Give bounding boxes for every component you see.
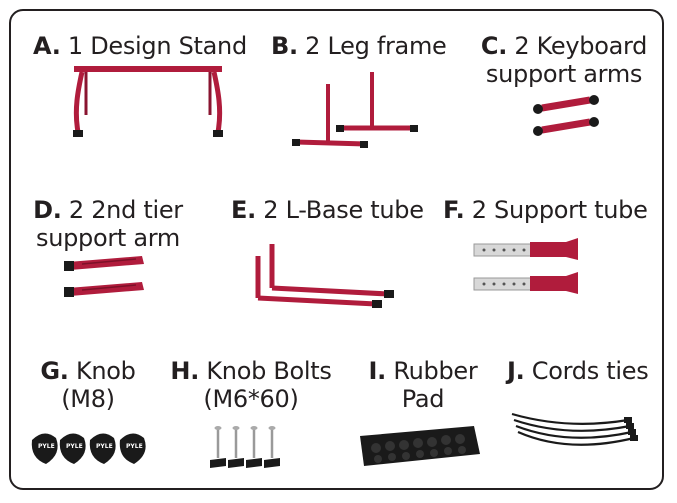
knob-bolts-illustration [210,426,280,468]
arm-cap [589,117,599,127]
part-h-label: H. Knob Bolts (M6*60) [166,357,336,413]
keyboard-arm-1 [541,96,591,112]
part-g-label: G. Knob (M8) [28,357,148,413]
stand-foot-left [73,130,83,137]
part-j-text: Cords ties [531,357,649,385]
part-i-text-line2: Pad [401,385,445,413]
rubber-pad-illustration [360,426,480,466]
part-d-letter: D. [33,196,62,224]
arm-cap [533,104,543,114]
part-i-label: I. Rubber Pad [360,357,486,413]
support-tube-illustration [473,238,578,294]
l-base-foot-2 [271,285,389,297]
support-tube-holes [482,248,526,286]
knob-logo: PYLE [96,443,113,450]
knob-logo: PYLE [126,443,143,450]
part-d-text-line2: support arm [35,224,180,252]
knob-illustration: PYLE PYLE PYLE PYLE [31,433,146,464]
part-a-text: 1 Design Stand [67,32,247,60]
part-b-letter: B. [271,32,298,60]
part-e-label: E. 2 L-Base tube [231,196,424,224]
cord-tie-heads [624,417,638,441]
part-a-letter: A. [33,32,61,60]
part-c-label: C. 2 Keyboard support arms [478,32,650,88]
part-c-letter: C. [480,32,508,60]
part-f-letter: F. [443,196,465,224]
tier-arm-cap [64,287,74,297]
part-i-letter: I. [368,357,387,385]
arm-cap [589,95,599,105]
knob-icon [31,433,146,464]
l-base-cap [384,290,394,298]
leg-frame-1-base [295,139,367,147]
tier-arm-2 [68,282,144,296]
bolt-icon [210,426,280,468]
part-b-text: 2 Leg frame [305,32,447,60]
part-j-letter: J. [507,357,525,385]
part-f-label: F. 2 Support tube [443,196,648,224]
leg-foot [336,125,344,132]
part-i-text: Rubber [393,357,478,385]
part-g-text: Knob [75,357,136,385]
part-e-text: 2 L-Base tube [263,196,424,224]
support-tube-1-end [566,238,578,260]
design-stand-illustration [73,66,223,137]
part-g-letter: G. [40,357,69,385]
part-j-label: J. Cords ties [507,357,649,385]
support-tube-2-outer [530,276,574,291]
part-d-text: 2 2nd tier [68,196,183,224]
tier-arm-edge [81,284,137,291]
leg-foot [360,141,368,148]
part-g-text-line2: (M8) [61,385,115,413]
part-h-text: Knob Bolts [206,357,332,385]
knob-logo: PYLE [66,443,83,450]
part-e-letter: E. [231,196,256,224]
stand-leg-left [73,71,85,133]
stand-top-bar [74,66,222,72]
knob-logo: PYLE [38,443,55,450]
tier-arm-cap [64,261,74,271]
part-f-text: 2 Support tube [471,196,648,224]
part-h-text-line2: (M6*60) [203,385,299,413]
part-c-text-line2: support arms [485,60,643,88]
keyboard-support-arms-illustration [533,95,599,136]
part-c-text: 2 Keyboard [514,32,648,60]
tier-arm-edge [81,258,137,265]
part-b-label: B. 2 Leg frame [271,32,447,60]
l-base-foot-1 [257,295,377,307]
support-tube-1-outer [530,242,574,257]
tier-arm-1 [68,256,144,270]
stand-leg-right [211,71,223,133]
rubber-pad-bumps [371,434,466,463]
l-base-tube-illustration [255,244,394,308]
second-tier-arm-illustration [64,256,144,297]
part-a-label: A. 1 Design Stand [33,32,247,60]
keyboard-arm-2 [541,118,591,134]
cord-tie-icon [511,412,635,446]
stand-foot-right [213,130,223,137]
cord-ties-illustration [511,412,638,446]
part-d-label: D. 2 2nd tier support arm [28,196,188,252]
support-tube-2-end [566,272,578,294]
part-h-letter: H. [170,357,200,385]
leg-foot [410,125,418,132]
parts-list-frame [9,9,664,490]
leg-foot [292,139,300,146]
arm-cap [533,126,543,136]
leg-frame-illustration [292,72,418,148]
l-base-cap [372,300,382,308]
